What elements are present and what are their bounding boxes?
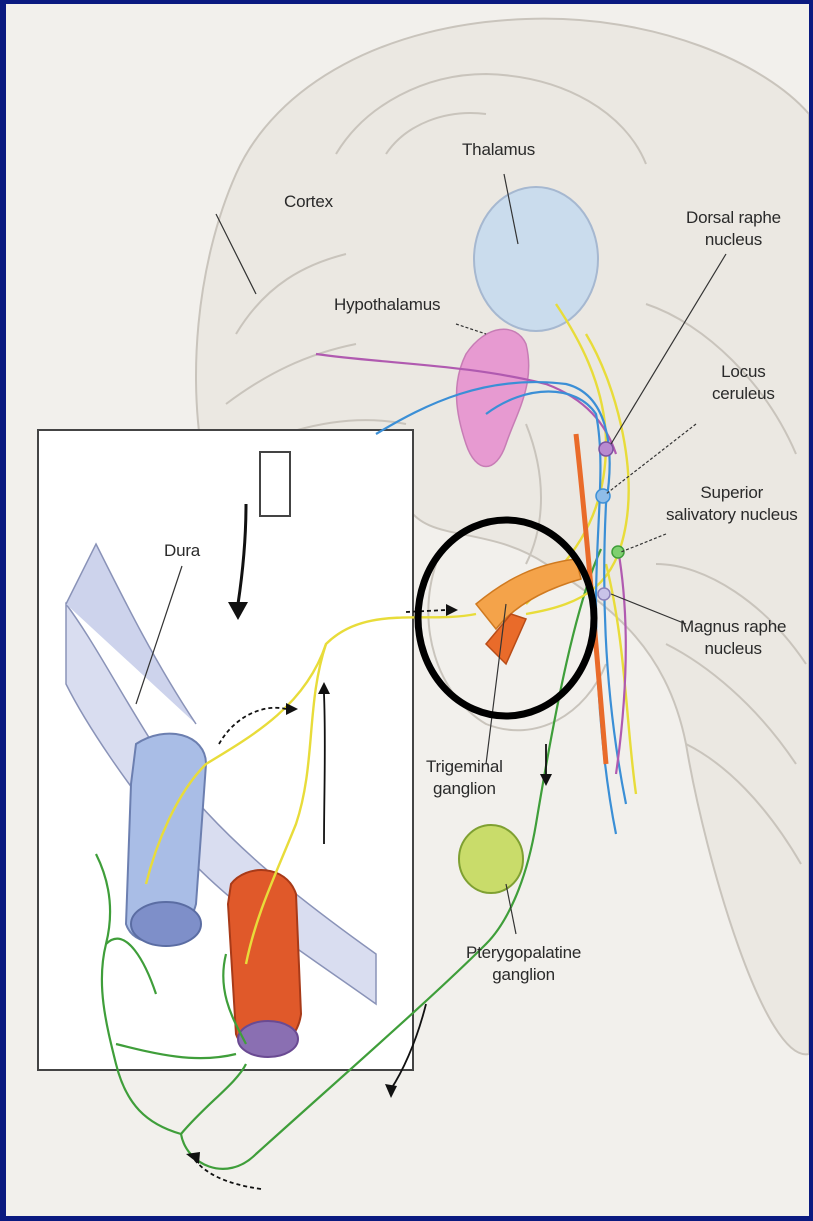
label-line: Dorsal raphe (686, 207, 781, 229)
label-line: Superior (666, 482, 798, 504)
label-trigeminal-ganglion: Trigeminal ganglion (426, 756, 503, 800)
label-dorsal-raphe-nucleus: Dorsal raphe nucleus (686, 207, 781, 251)
trigeminal-ganglion-shape (476, 559, 581, 629)
label-line: ceruleus (712, 383, 775, 405)
label-dura: Dura (164, 540, 200, 562)
thalamus-shape (474, 187, 598, 331)
label-line: Trigeminal (426, 756, 503, 778)
label-locus-ceruleus: Locus ceruleus (712, 361, 775, 405)
diagram-canvas: Thalamus Cortex Hypothalamus Dorsal raph… (6, 4, 809, 1216)
label-line: Locus (712, 361, 775, 383)
dorsal-raphe-dot (599, 442, 613, 456)
label-line: ganglion (466, 964, 581, 986)
pterygopalatine-ganglion-shape (459, 825, 523, 893)
label-hypothalamus: Hypothalamus (334, 294, 440, 316)
label-line: ganglion (426, 778, 503, 800)
label-pterygopalatine-ganglion: Pterygopalatine ganglion (466, 942, 581, 986)
migraine-pathway-diagram (6, 4, 809, 1216)
label-cortex: Cortex (284, 191, 333, 213)
label-superior-salivatory-nucleus: Superior salivatory nucleus (666, 482, 798, 526)
label-line: salivatory nucleus (666, 504, 798, 526)
label-line: Pterygopalatine (466, 942, 581, 964)
label-thalamus: Thalamus (462, 139, 535, 161)
label-line: nucleus (680, 638, 786, 660)
magnus-raphe-dot (598, 588, 610, 600)
label-magnus-raphe-nucleus: Magnus raphe nucleus (680, 616, 786, 660)
locus-ceruleus-dot (596, 489, 610, 503)
label-line: nucleus (686, 229, 781, 251)
artery-opening (238, 1021, 298, 1057)
label-line: Magnus raphe (680, 616, 786, 638)
vein-opening (131, 902, 201, 946)
